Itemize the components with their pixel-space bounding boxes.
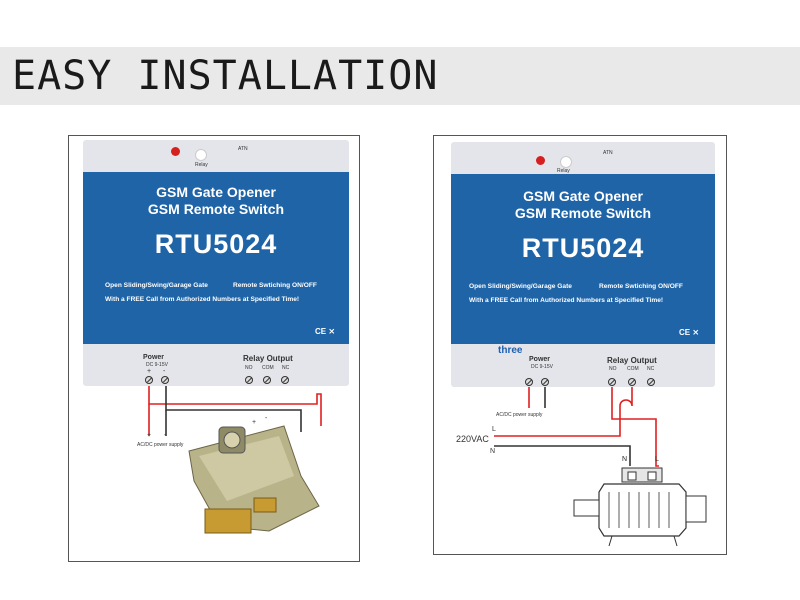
relay-output-label: Relay Output <box>607 356 657 365</box>
terminal-com-icon <box>628 378 636 386</box>
com-label: COM <box>262 365 274 371</box>
minus-terminal-label: - <box>163 368 166 375</box>
rtu5024-device: ATN Relay GSM Gate Opener GSM Remote Swi… <box>83 140 349 386</box>
feature-line2: With a FREE Call from Authorized Numbers… <box>469 297 664 304</box>
relay-led-label: Relay <box>195 162 208 168</box>
device-blue-face: GSM Gate Opener GSM Remote Switch RTU502… <box>451 174 715 344</box>
feature-left: Open Sliding/Swing/Garage Gate <box>105 282 208 289</box>
feature-left: Open Sliding/Swing/Garage Gate <box>469 283 572 290</box>
motor-n-label: N <box>622 456 628 463</box>
status-led-icon <box>171 147 180 156</box>
voltage-label: 220VAC <box>456 434 489 444</box>
terminal-plus-icon <box>525 378 533 386</box>
three-annotation: three <box>498 345 523 356</box>
right-wiring <box>494 387 707 547</box>
relay-output-label: Relay Output <box>243 354 293 363</box>
terminal-plus-icon <box>145 376 153 384</box>
device-model: RTU5024 <box>154 229 278 259</box>
terminal-nc-icon <box>281 376 289 384</box>
motor-l-label: L <box>655 456 659 463</box>
device-model: RTU5024 <box>521 233 645 263</box>
terminal-no-icon <box>608 378 616 386</box>
power-voltage: DC 9-15V <box>146 362 168 368</box>
ce-mark: CE ⨯ <box>315 327 336 336</box>
atn-label: ATN <box>603 150 613 156</box>
supply-plus: + <box>147 432 152 439</box>
lock-wiring-panel: ATN Relay GSM Gate Opener GSM Remote Swi… <box>68 135 360 562</box>
motor-icon <box>573 467 707 547</box>
relay-led-icon <box>195 149 207 161</box>
motor-wiring-panel: ATN Relay GSM Gate Opener GSM Remote Swi… <box>433 135 727 555</box>
terminal-minus-icon <box>161 376 169 384</box>
header-banner: EASY INSTALLATION <box>0 47 800 105</box>
relay-led-label: Relay <box>557 168 570 174</box>
power-voltage: DC 9-15V <box>531 364 553 370</box>
feature-right: Remote Swtiching ON/OFF <box>233 282 317 289</box>
left-wiring <box>148 386 322 534</box>
device-line1: GSM Gate Opener <box>523 188 643 204</box>
supply-minus: - <box>164 432 167 439</box>
feature-right: Remote Swtiching ON/OFF <box>599 283 683 290</box>
line-l-label: L <box>492 426 496 433</box>
device-line2: GSM Remote Switch <box>147 201 285 217</box>
no-label: NO <box>609 366 617 372</box>
ce-mark: CE ⨯ <box>679 328 700 337</box>
nc-label: NC <box>282 365 290 371</box>
com-label: COM <box>627 366 639 372</box>
device-blue-face: GSM Gate Opener GSM Remote Switch RTU502… <box>83 172 349 344</box>
terminal-minus-icon <box>541 378 549 386</box>
status-led-icon <box>536 156 545 165</box>
terminal-com-icon <box>263 376 271 384</box>
terminal-no-icon <box>245 376 253 384</box>
power-label: Power <box>143 354 165 361</box>
atn-label: ATN <box>238 146 248 152</box>
device-line1: GSM Gate Opener <box>156 184 276 200</box>
left-supply-label: AC/DC power supply <box>137 442 184 448</box>
nc-label: NC <box>647 366 655 372</box>
relay-led-icon <box>560 156 572 168</box>
right-supply-label: AC/DC power supply <box>496 412 543 418</box>
lock-minus: - <box>265 415 268 422</box>
no-label: NO <box>245 365 253 371</box>
terminal-nc-icon <box>647 378 655 386</box>
lock-plus: + <box>252 419 257 426</box>
device-line2: GSM Remote Switch <box>514 205 652 221</box>
feature-line2: With a FREE Call from Authorized Numbers… <box>105 296 300 303</box>
plus-terminal-label: + <box>147 368 152 375</box>
electric-lock-icon <box>188 425 320 534</box>
rtu5024-device: ATN Relay GSM Gate Opener GSM Remote Swi… <box>451 142 715 387</box>
power-label: Power <box>529 356 551 363</box>
page-title: EASY INSTALLATION <box>12 53 439 99</box>
line-n-label: N <box>490 448 496 455</box>
